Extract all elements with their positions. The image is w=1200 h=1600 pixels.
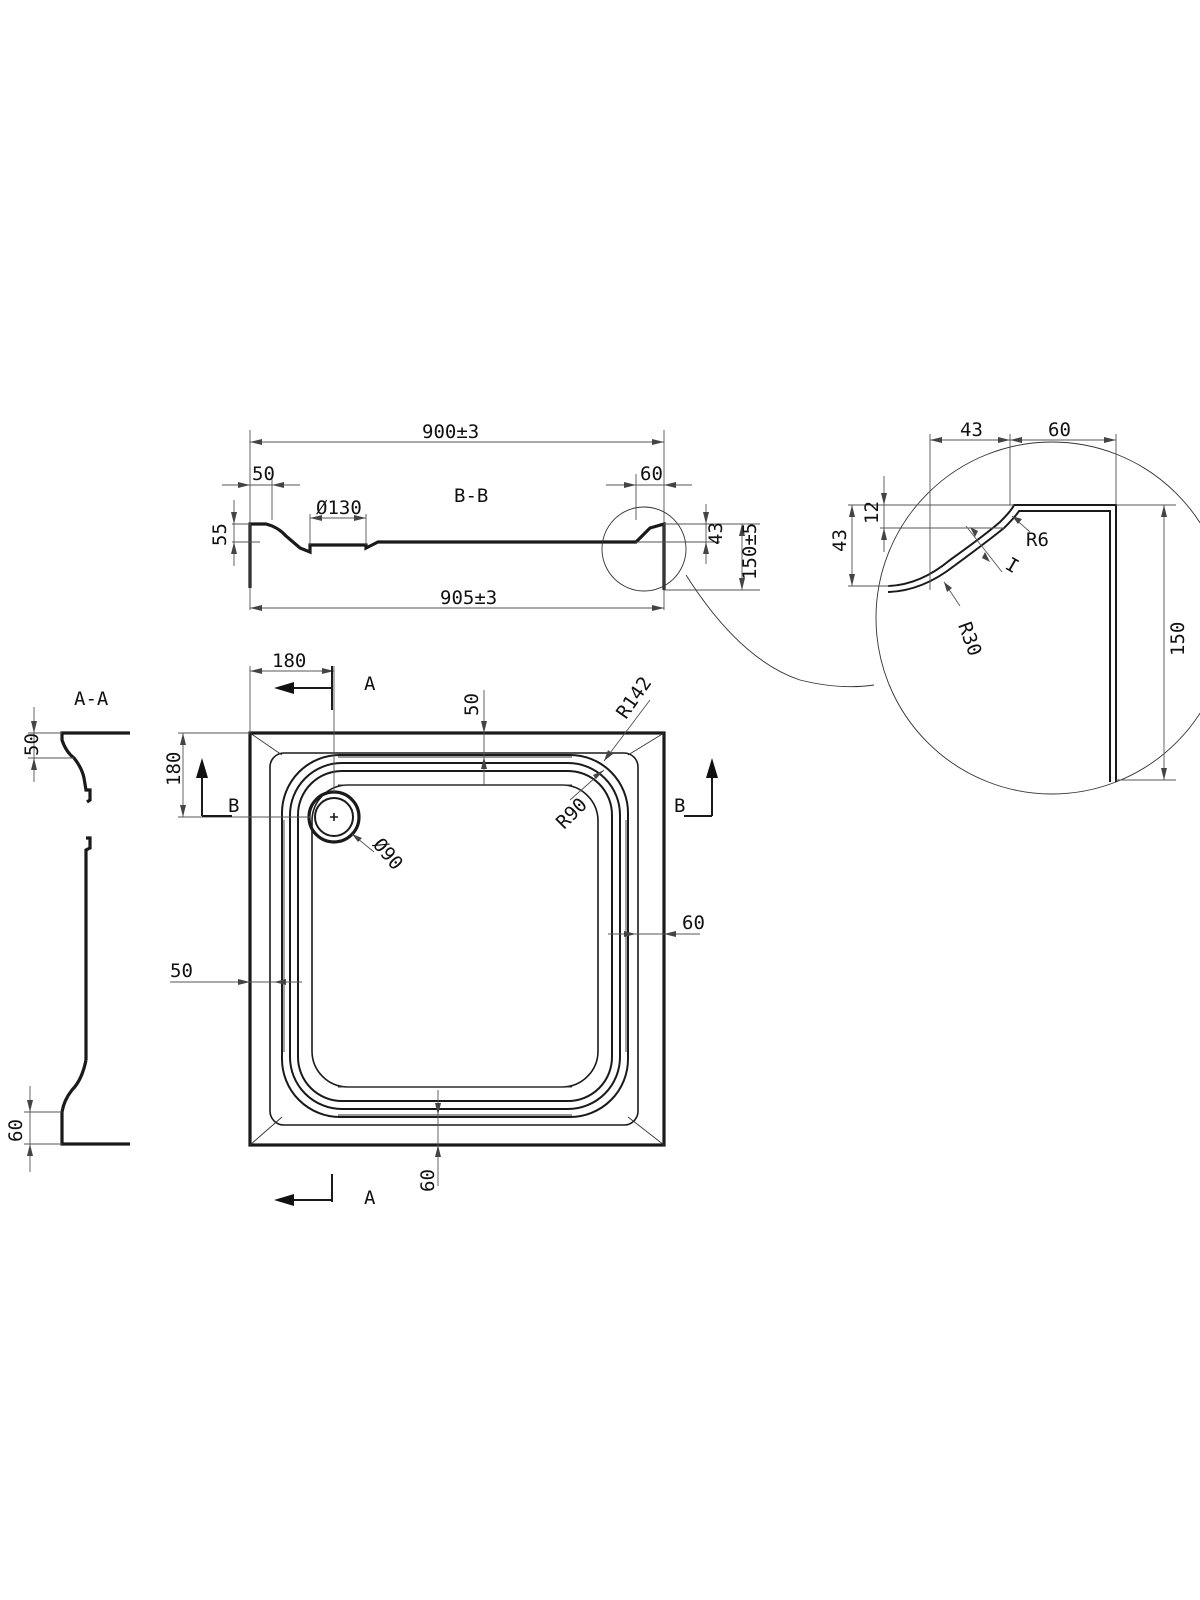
cut-b-right-label: B	[674, 795, 685, 817]
detail-r30-text: R30	[953, 619, 985, 659]
plan-dim-rim-left-text: 50	[170, 960, 193, 982]
plan-dim-rim-top-text: 50	[461, 693, 483, 716]
bb-dim-150-text: 150±5	[739, 523, 761, 580]
bb-view-label: B-B	[454, 485, 488, 507]
detail-r6-text: R6	[1026, 529, 1049, 551]
cut-b-left-label: B	[228, 795, 239, 817]
bb-dim-60-text: 60	[640, 463, 663, 485]
bb-profile	[248, 521, 666, 590]
detail-profile-outer	[887, 504, 1117, 782]
cut-b-right-arrow-icon	[706, 758, 718, 778]
aa-profile-mid	[84, 836, 92, 1060]
cut-a-top-label: A	[364, 673, 376, 695]
detail-leader	[685, 574, 875, 688]
aa-dim-50-text: 50	[21, 733, 43, 756]
plan-dim-rim-right-text: 60	[682, 912, 705, 934]
detail-big-circle	[875, 441, 1200, 795]
detail-dim-60-top-text: 60	[1048, 419, 1071, 441]
aa-dim-60-text: 60	[5, 1119, 27, 1142]
plan-view: Ø90 R142 R90 180 180 50 50	[163, 650, 718, 1209]
detail-profile-inner	[887, 510, 1111, 782]
plan-dim-180-y-text: 180	[163, 752, 185, 786]
plan-rim-line	[269, 752, 639, 1126]
bb-dim-43-text: 43	[705, 522, 727, 545]
cut-a-top-arrow-icon	[274, 682, 294, 694]
detail-thickness-leader	[965, 525, 1003, 573]
plan-recess-inner	[297, 770, 613, 1102]
detail-dim-12-text: 12	[861, 501, 883, 524]
plan-waste-dia-text: Ø90	[368, 834, 407, 874]
detail-view: 43 60 43 12 R6 R30 I 150	[829, 419, 1200, 795]
bb-dim-130-text: Ø130	[316, 497, 362, 519]
aa-view-label: A-A	[74, 688, 109, 710]
cut-b-left-arrow-icon	[196, 758, 208, 778]
bb-dim-900-text: 900±3	[422, 421, 479, 443]
bb-dim-905-text: 905±3	[440, 587, 497, 609]
aa-profile-bottom	[60, 1059, 130, 1146]
plan-recess-outer-2	[289, 762, 621, 1110]
plan-waste-inner	[314, 797, 354, 837]
plan-r90-text: R90	[552, 794, 592, 834]
cut-a-bottom-arrow-icon	[274, 1194, 294, 1206]
detail-dim-150-text: 150	[1167, 622, 1189, 656]
plan-waste-center-icon	[330, 813, 338, 821]
detail-thickness-text: I	[1002, 553, 1023, 578]
section-aa: A-A 50 60	[5, 688, 130, 1172]
aa-profile-top	[60, 731, 130, 804]
section-bb: 900±3 905±3 50 60 55 Ø130 43	[209, 421, 761, 611]
detail-dim-43-left-text: 43	[829, 529, 851, 552]
bb-detail-circle	[601, 506, 687, 592]
bb-dim-55-text: 55	[209, 523, 231, 546]
detail-dim-43-top-text: 43	[960, 419, 983, 441]
bb-dim-50-text: 50	[252, 463, 275, 485]
plan-r142-text: R142	[612, 673, 656, 723]
plan-r142-leader	[603, 699, 651, 762]
cut-a-bottom-label: A	[364, 1187, 376, 1209]
plan-outer-edge	[248, 731, 666, 1147]
plan-dim-rim-bottom-text: 60	[417, 1169, 439, 1192]
plan-dim-180-x-text: 180	[272, 650, 306, 672]
